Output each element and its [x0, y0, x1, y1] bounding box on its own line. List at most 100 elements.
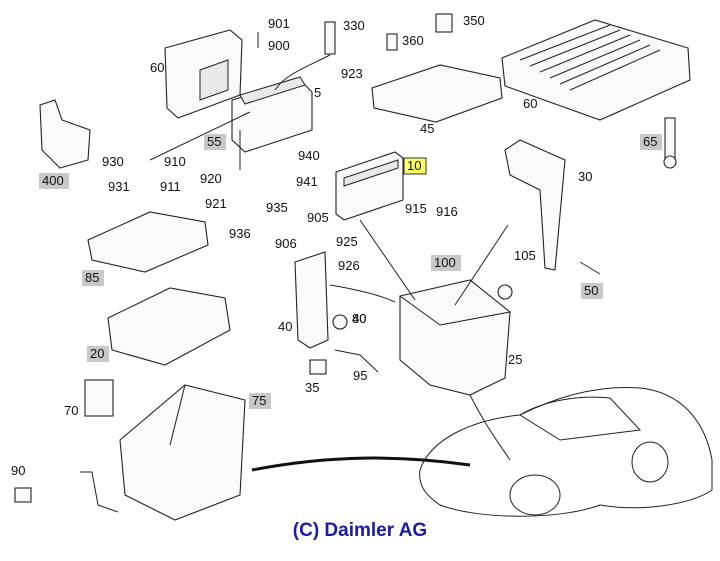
callout-text: 900 [268, 38, 290, 53]
callout-text: 925 [336, 234, 358, 249]
callout-910: 910 [164, 154, 186, 169]
callout-text: 905 [307, 210, 329, 225]
callout-text: 40 [278, 319, 292, 334]
callout-901: 901 [268, 16, 290, 31]
callout-930: 930 [102, 154, 124, 169]
callout-40: 40 [352, 311, 366, 326]
callout-text: 85 [85, 270, 99, 285]
callout-text: 75 [252, 393, 266, 408]
relay-360 [386, 33, 398, 51]
callout-100: 100 [431, 255, 461, 271]
callout-50: 50 [581, 283, 603, 299]
callout-915: 915 [405, 201, 427, 216]
callout-936: 936 [229, 226, 251, 241]
callout-60: 60 [150, 60, 164, 75]
callout-box [431, 255, 461, 271]
bracket-90 [80, 471, 119, 513]
callout-text: 926 [338, 258, 360, 273]
fuse-box-5 [231, 76, 313, 153]
callout-900: 900 [268, 38, 290, 53]
callout-75: 75 [249, 393, 271, 409]
car-outline [419, 387, 713, 517]
callout-85: 85 [82, 270, 104, 286]
callout-931: 931 [108, 179, 130, 194]
callout-box [640, 134, 662, 150]
housing-20 [399, 279, 511, 396]
callout-330: 330 [343, 18, 365, 33]
control-unit-60-right [501, 19, 691, 121]
callout-350: 350 [463, 13, 485, 28]
callout-935: 935 [266, 200, 288, 215]
callout-70: 70 [64, 403, 78, 418]
callout-text: 910 [164, 154, 186, 169]
callout-text: 906 [275, 236, 297, 251]
callout-box [82, 270, 104, 286]
part-25 [309, 359, 327, 375]
callout-box [249, 393, 271, 409]
callout-text: 901 [268, 16, 290, 31]
callout-911: 911 [160, 179, 181, 194]
callout-926: 926 [338, 258, 360, 273]
screw-105 [579, 261, 601, 275]
callout-text: 45 [420, 121, 434, 136]
callout-text: 35 [305, 380, 319, 395]
callout-20: 20 [87, 346, 109, 362]
callout-text: 65 [643, 134, 657, 149]
clip-40-right [497, 284, 513, 300]
callout-box [87, 346, 109, 362]
clip-40-left [332, 314, 348, 330]
callout-80: 80 [352, 311, 366, 326]
callout-35: 35 [305, 380, 319, 395]
control-unit-60-left [164, 29, 243, 119]
cover-45 [371, 64, 503, 123]
callout-text: 360 [402, 33, 424, 48]
callout-923: 923 [341, 66, 363, 81]
callout-400: 400 [39, 173, 69, 189]
callout-55: 55 [204, 134, 226, 150]
callout-text: 330 [343, 18, 365, 33]
callout-940: 940 [298, 148, 320, 163]
callout-90: 90 [11, 463, 25, 478]
cover-80 [107, 287, 231, 366]
callout-box [39, 173, 69, 189]
callout-360: 360 [402, 33, 424, 48]
callout-906: 906 [275, 236, 297, 251]
part-95 [84, 379, 114, 417]
callout-95: 95 [353, 368, 367, 383]
callout-text: 916 [436, 204, 458, 219]
callout-text: 105 [514, 248, 536, 263]
callout-text: 95 [353, 368, 367, 383]
relay-330 [324, 21, 336, 55]
callout-916: 916 [436, 204, 458, 219]
callout-text: 80 [352, 311, 366, 326]
bolt-65 [663, 117, 677, 169]
callout-30: 30 [578, 169, 592, 184]
callout-text: 940 [298, 148, 320, 163]
callout-text: 60 [523, 96, 537, 111]
callout-box [581, 283, 603, 299]
callout-65: 65 [640, 134, 662, 150]
clip-75 [14, 487, 32, 503]
callout-text: 915 [405, 201, 427, 216]
callout-45: 45 [420, 121, 434, 136]
callout-text: 930 [102, 154, 124, 169]
callout-text: 40 [352, 311, 366, 326]
callout-text: 10 [407, 158, 421, 173]
bracket-400 [39, 99, 91, 169]
callout-40: 40 [278, 319, 292, 334]
callout-text: 100 [434, 255, 456, 270]
callout-text: 400 [42, 173, 64, 188]
callout-text: 90 [11, 463, 25, 478]
callout-60: 60 [523, 96, 537, 111]
arrow-to-car [251, 456, 471, 472]
callout-text: 55 [207, 134, 221, 149]
callout-5: 5 [314, 85, 321, 100]
callout-text: 921 [205, 196, 227, 211]
cover-85 [87, 211, 209, 273]
callout-labels: 901 900 330 350 360 923 60 5 60 55 45 930 910 931 911 9… [11, 13, 662, 478]
relay-350 [435, 13, 453, 33]
callout-text: 911 [160, 179, 181, 194]
callout-text: 935 [266, 200, 288, 215]
callout-text: 920 [200, 171, 222, 186]
